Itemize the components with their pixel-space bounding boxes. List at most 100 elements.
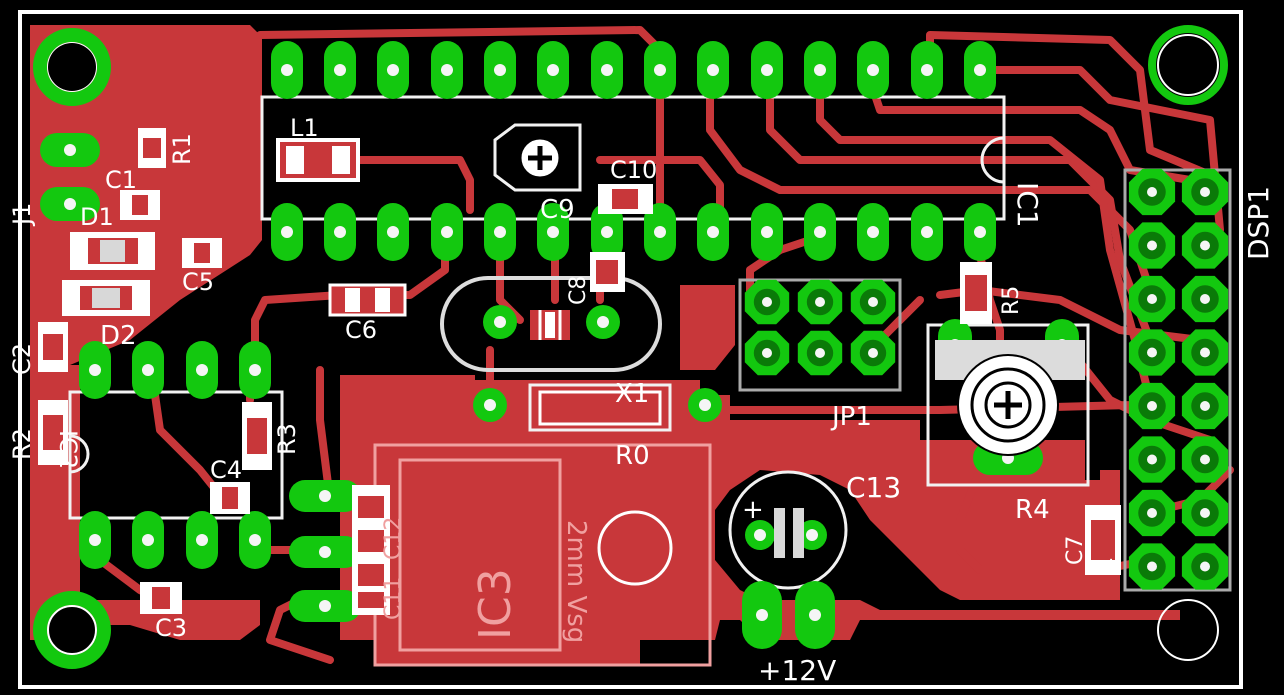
ic2-notch [69,434,90,474]
label-j1: J1 [8,203,36,227]
smd-parts [38,128,1121,615]
ic1-pin-bottom [964,203,996,261]
c13-pin [745,520,775,550]
ic3-pin [289,590,361,622]
jp1-pin [850,279,896,325]
pads [40,41,1229,649]
ic1-pin-top [857,41,889,99]
board-outline [18,10,1243,689]
c13-body [774,508,804,558]
crystal-outline [440,276,662,372]
ic2-pin-top [132,341,164,399]
label-d2: D2 [100,321,137,351]
c9-trimmer [518,136,562,180]
c8-part [590,252,625,292]
r1-part [138,128,166,168]
c7-part [1085,505,1121,575]
label-ic1: IC1 [1011,182,1044,228]
ic3-hole [597,510,673,586]
ic1-pin-bottom [537,203,569,261]
dsp1-outline [1123,168,1232,592]
dsp1-pin [1128,543,1176,590]
power-pin [795,581,835,649]
ic1-pin-bottom [271,203,303,261]
ic1-pin-top [911,41,943,99]
dsp1-pin [1128,489,1176,537]
ic1-pin-top [324,41,356,99]
ic1-pin-top [751,41,783,99]
c2-part [38,322,68,372]
label-l1: L1 [290,114,319,142]
ic1-pin-top [964,41,996,99]
dsp1-pin [1181,329,1229,376]
label-c9: C9 [540,195,575,225]
c1-part [120,190,160,220]
label-c4: C4 [210,456,242,484]
ic1-pin-bottom [644,203,676,261]
ic1-pin-bottom [857,203,889,261]
label-c7-plus: + [1099,557,1124,575]
dsp1-pin [1128,222,1176,269]
jp1-pin [797,330,843,376]
ic1-pin-top [431,41,463,99]
ic2-pin-top [186,341,218,399]
ic1-pin-bottom [377,203,409,261]
ic2-outline [68,390,284,520]
ic1-pin-top [804,41,836,99]
label-c11: C11 [381,577,406,620]
dsp1-pin [1128,168,1176,216]
dsp1-pin [1181,382,1229,430]
label-r2: R2 [8,428,36,460]
label-ic3-note: 2mm Vsg [561,520,591,643]
r0-body [528,383,672,432]
r5-part [960,262,992,324]
jp1-pin [744,279,790,325]
ic1-pin-top [644,41,676,99]
jp1-pin [797,279,843,325]
label-c7: C7 [1063,536,1088,565]
r4-trimmer [957,354,1059,456]
ic2-pin-top [239,341,271,399]
r3-part [242,402,272,470]
r0-pin [473,388,507,422]
c10-part [598,184,653,214]
label-ic3: IC3 [470,568,521,640]
j1-pin [40,187,100,221]
dsp1-pin [1128,329,1176,376]
label-dsp1: DSP1 [1242,186,1275,260]
label-r0: R0 [615,441,650,471]
label-r3: R3 [273,423,301,455]
ic1-pin-top [697,41,729,99]
dsp1-pin [1128,275,1176,323]
ic1-pin-bottom [751,203,783,261]
ic1-pin-top [591,41,623,99]
jp1-pin [744,330,790,376]
x1-crystal [530,310,570,340]
label-c13-plus: + [742,495,764,525]
ic3-pin [289,480,361,512]
ic1-outline [260,95,1006,221]
c6-part [328,283,407,317]
label-c12: C12 [381,517,406,560]
ic3-pin [289,536,361,568]
dsp1-pin [1128,382,1176,430]
c9-trimmer-outline [493,123,582,192]
l1-part [276,138,360,182]
c13-pin [797,520,827,550]
label-x1: X1 [615,379,649,409]
crystal-pin [483,305,517,339]
silkscreen-labels: L1 R1 C1 J1 D1 C5 D2 C2 IC2 R2 R3 C4 C3 … [8,114,1275,687]
c11-c12-parts [352,485,390,615]
ic1-pin-bottom [697,203,729,261]
label-r1: R1 [168,133,196,165]
label-r4: R4 [1015,495,1050,525]
silkscreen [68,95,1232,667]
label-c3: C3 [155,614,187,642]
ic1-pin-bottom [431,203,463,261]
dsp1-pin [1181,543,1229,590]
label-c13: C13 [846,471,901,504]
j1-pin [40,133,100,167]
power-pin [742,581,782,649]
label-c8: C8 [566,276,591,305]
dsp1-pin [1181,222,1229,269]
